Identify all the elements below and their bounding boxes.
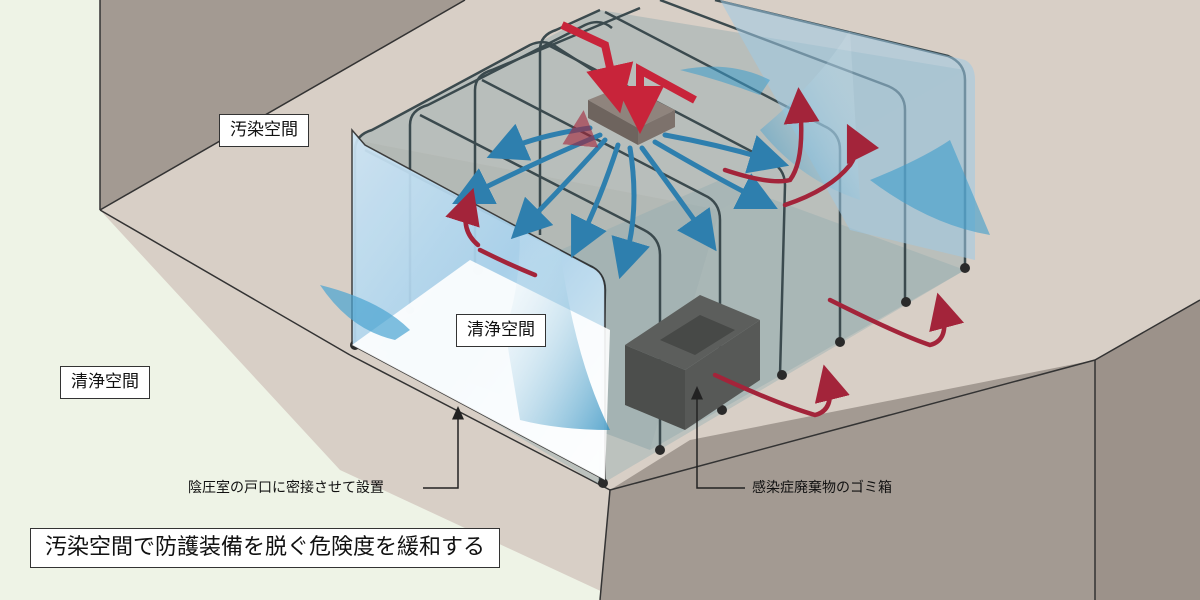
clean-air-swoosh-2 <box>320 285 410 340</box>
contaminated-space-label: 汚染空間 <box>219 114 309 147</box>
clean-space-outside-label: 清浄空間 <box>60 366 150 399</box>
waste-box <box>625 295 760 430</box>
door-placement-note: 陰圧室の戸口に密接させて設置 <box>188 480 384 496</box>
supply-air-arrows <box>560 21 697 134</box>
clean-space-inside-label: 清浄空間 <box>456 314 546 347</box>
exhaust-airflow-arrows <box>445 87 965 418</box>
main-caption: 汚染空間で防護装備を脱ぐ危険度を緩和する <box>30 528 501 568</box>
callout-lines <box>423 386 745 489</box>
clean-air-swoosh-1 <box>505 230 610 430</box>
room-front-wall <box>600 360 1095 600</box>
waste-box-note: 感染症廃棄物のゴミ箱 <box>752 480 892 496</box>
room-right-wall <box>1095 300 1200 600</box>
clean-air-swoosh-4 <box>870 140 990 235</box>
clean-air-swoosh-5 <box>680 66 770 95</box>
